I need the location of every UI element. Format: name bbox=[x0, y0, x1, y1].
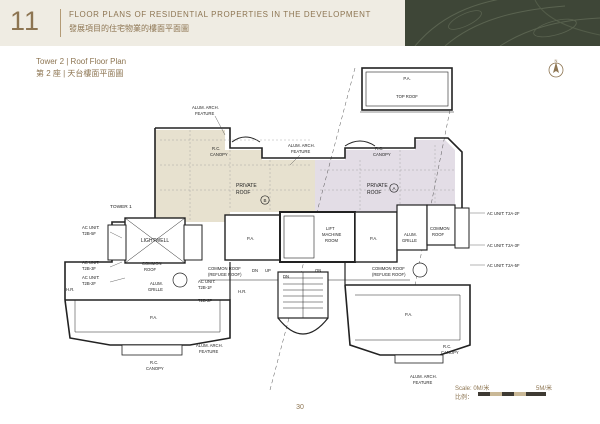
header-divider bbox=[60, 9, 61, 37]
label-hr-mid: H.R. bbox=[238, 289, 246, 294]
label-hr-left: H.R. bbox=[66, 287, 74, 292]
top-roof-outline bbox=[361, 67, 453, 111]
svg-text:FEATURE: FEATURE bbox=[413, 380, 432, 385]
label-up-1: UP bbox=[265, 268, 271, 273]
label-common-roof-right: COMMON bbox=[430, 226, 450, 231]
scale-label-en: Scale: 0M/米 bbox=[455, 386, 490, 392]
svg-text:(REFUGE ROOF): (REFUGE ROOF) bbox=[372, 272, 406, 277]
svg-text:CANOPY: CANOPY bbox=[210, 152, 228, 157]
label-dn-1: DN bbox=[252, 268, 258, 273]
label-pa-top: P.A. bbox=[403, 76, 410, 81]
label-rc-canopy-br: R.C. bbox=[443, 344, 451, 349]
label-rc-canopy-left: R.C. bbox=[212, 146, 220, 151]
label-common-roof-refuge-right: COMMON ROOF bbox=[372, 266, 405, 271]
section-title-zh: 發展項目的住宅物業的樓面平面圖 bbox=[69, 24, 189, 33]
svg-text:ROOF: ROOF bbox=[432, 232, 445, 237]
label-ac-t2a-3f: AC UNIT: T2A-3F bbox=[487, 243, 520, 248]
svg-text:ROOM: ROOM bbox=[325, 238, 339, 243]
plan-title-en: Tower 2 | Roof Floor Plan bbox=[36, 57, 127, 66]
private-roof-b-zone bbox=[155, 130, 315, 222]
unit-a-marker: A bbox=[392, 186, 395, 191]
scale-label-zh: 比例： bbox=[455, 395, 474, 401]
scale-bar bbox=[478, 392, 546, 396]
svg-text:CANOPY: CANOPY bbox=[373, 152, 391, 157]
label-ac-t2b-2f-right: T2B-2F bbox=[198, 298, 212, 303]
label-lightwell: LIGHTWELL bbox=[141, 238, 170, 244]
label-ac-t2a-2f: AC UNIT: T2A-2F bbox=[487, 211, 520, 216]
svg-text:T2B-3F: T2B-3F bbox=[82, 266, 96, 271]
label-common-roof-left: COMMON bbox=[142, 261, 162, 266]
label-pa-bottom-right: P.A. bbox=[405, 312, 412, 317]
page-number: 30 bbox=[296, 404, 304, 411]
section-title-en: FLOOR PLANS OF RESIDENTIAL PROPERTIES IN… bbox=[69, 10, 371, 19]
label-alum-feature-br: ALUM. ARCH. bbox=[410, 374, 437, 379]
label-ac-t2b-1f: AC UNIT: bbox=[198, 279, 215, 284]
svg-text:T2B-1F: T2B-1F bbox=[198, 285, 212, 290]
plan-title-zh: 第 2 座 | 天台樓面平面圖 bbox=[36, 69, 124, 78]
label-ac-t2b-3f: AC UNIT: bbox=[82, 260, 99, 265]
svg-text:GRILLE: GRILLE bbox=[402, 238, 417, 243]
label-pa-bottom-left: P.A. bbox=[150, 315, 157, 320]
svg-text:ROOF: ROOF bbox=[367, 190, 381, 196]
lift-machine-room bbox=[279, 211, 356, 263]
label-alum-grille-right: ALUM. bbox=[404, 232, 417, 237]
section-number: 11 bbox=[10, 6, 41, 36]
north-arrow-icon: N bbox=[548, 58, 564, 78]
label-on-1: ON bbox=[315, 268, 321, 273]
svg-text:FEATURE: FEATURE bbox=[199, 349, 218, 354]
svg-text:CANOPY: CANOPY bbox=[146, 366, 164, 371]
unit-b-marker: B bbox=[263, 198, 266, 203]
label-pa-mid-right: P.A. bbox=[370, 236, 377, 241]
private-roof-a-zone bbox=[315, 140, 455, 212]
label-tower-1: TOWER 1 bbox=[110, 204, 132, 210]
label-pa-mid-left: P.A. bbox=[247, 236, 254, 241]
label-common-roof-refuge-left: COMMON ROOF bbox=[208, 266, 241, 271]
svg-text:N: N bbox=[555, 58, 558, 63]
svg-text:MACHINE: MACHINE bbox=[322, 232, 342, 237]
label-alum-feature-1: ALUM. ARCH. bbox=[192, 105, 219, 110]
scale-end-label: 5M/米 bbox=[536, 386, 553, 392]
label-private-roof-b: PRIVATE bbox=[236, 183, 257, 189]
label-alum-feature-bl: ALUM. ARCH. bbox=[196, 343, 223, 348]
svg-text:ROOF: ROOF bbox=[236, 190, 250, 196]
svg-text:T2B-2F: T2B-2F bbox=[82, 281, 96, 286]
label-lift-room: LIFT bbox=[326, 226, 335, 231]
svg-text:GRILLE: GRILLE bbox=[148, 287, 163, 292]
svg-text:FEATURE: FEATURE bbox=[291, 149, 310, 154]
label-alum-feature-2: ALUM. ARCH. bbox=[288, 143, 315, 148]
label-top-roof: TOP ROOF bbox=[396, 94, 418, 99]
leaf-pattern-panel bbox=[405, 0, 600, 46]
label-ac-t2b-5f: AC UNIT: bbox=[82, 225, 99, 230]
page-header: 11 FLOOR PLANS OF RESIDENTIAL PROPERTIES… bbox=[0, 0, 600, 46]
label-rc-canopy-right: R.C. bbox=[375, 146, 383, 151]
label-ac-t2b-2f: AC UNIT: bbox=[82, 275, 99, 280]
svg-text:(REFUGE ROOF): (REFUGE ROOF) bbox=[208, 272, 242, 277]
svg-text:T2B-5F: T2B-5F bbox=[82, 231, 96, 236]
label-alum-grille-left: ALUM. bbox=[150, 281, 163, 286]
label-dn-2: DN bbox=[283, 274, 289, 279]
label-private-roof-a: PRIVATE bbox=[367, 183, 388, 189]
label-ac-t2a-5f: AC UNIT: T2A-5F bbox=[487, 263, 520, 268]
svg-text:CANOPY: CANOPY bbox=[441, 350, 459, 355]
label-rc-canopy-bl: R.C. bbox=[150, 360, 158, 365]
svg-text:FEATURE: FEATURE bbox=[195, 111, 214, 116]
svg-text:ROOF: ROOF bbox=[144, 267, 157, 272]
